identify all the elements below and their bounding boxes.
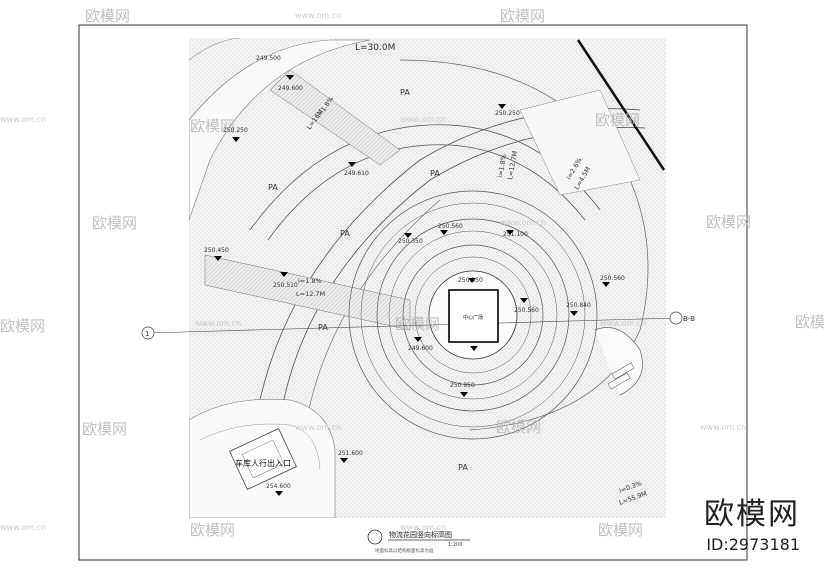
brand-watermark: 欧模网 ID:2973181 [704, 489, 800, 554]
elevation-markers [214, 75, 610, 496]
slope-i: i=1.8% [298, 277, 322, 285]
elevation-value: 249.600 [278, 85, 303, 92]
drawing-frame [78, 24, 748, 561]
elevation-value: 250.560 [514, 307, 539, 314]
elevation-labels: 249.500 249.600 250.250 249.610 250.250 … [204, 55, 625, 490]
svg-text:www.om.cn: www.om.cn [295, 423, 341, 432]
elevation-value: 249.610 [344, 170, 369, 177]
elevation-value: 250.840 [566, 302, 591, 309]
svg-text:www.om.cn: www.om.cn [0, 115, 46, 124]
drawing-title: 物流花园竖向标高图 [389, 530, 452, 539]
elevation-triangle [404, 233, 412, 238]
svg-text:www.om.cn: www.om.cn [500, 218, 546, 227]
watermarks: 欧模网 欧模网 欧模网 欧模网 欧模网 欧模网 欧模网 欧模网 欧模网 欧模网 … [0, 7, 824, 539]
svg-text:欧模网: 欧模网 [500, 7, 545, 25]
zone-label: PA [340, 229, 350, 238]
axis-right-label: B-B [683, 315, 695, 323]
zone-label: PA [458, 463, 468, 472]
plaza-label: 中心广场 [463, 314, 483, 321]
elevation-triangle [280, 272, 288, 277]
svg-text:欧模网: 欧模网 [496, 418, 541, 436]
elevation-value: 250.510 [273, 282, 298, 289]
drawing-scale: 1:200 [448, 542, 462, 548]
axis-left-label: 1 [145, 330, 149, 338]
brand-name: 欧模网 [704, 497, 800, 532]
length-top-label: L=30.0M [355, 43, 395, 53]
section-axis-line [147, 317, 677, 334]
elevation-triangle [570, 311, 578, 316]
garage-entrance: 车库人行出入口 [229, 428, 297, 490]
svg-text:www.om.cn: www.om.cn [295, 11, 341, 20]
elevation-triangle [348, 162, 356, 167]
svg-text:www.om.cn: www.om.cn [700, 423, 746, 432]
title-block: 物流花园竖向标高图 1:200 地面标高以结构板面标高为准 [367, 529, 470, 554]
elevation-value: 250.560 [438, 223, 463, 230]
central-plaza-square [448, 289, 499, 343]
zone-label: PA [268, 183, 278, 192]
elevation-triangle [506, 230, 514, 235]
svg-text:欧模网: 欧模网 [85, 7, 130, 25]
entrance-label: 车库人行出入口 [235, 458, 291, 468]
elevation-triangle [414, 337, 422, 342]
elevation-value: 250.560 [600, 275, 625, 282]
elevation-value: 250.250 [495, 110, 520, 117]
elevation-value: 250.350 [458, 277, 483, 284]
drawing-note: 地面标高以结构板面标高为准 [375, 547, 434, 554]
svg-text:欧模网: 欧模网 [595, 111, 640, 129]
watermark-urls: www.om.cn www.om.cn www.om.cn www.om.cn … [0, 11, 746, 532]
elevation-value: 249.600 [408, 345, 433, 352]
elevation-value: 250.350 [398, 238, 423, 245]
svg-text:欧模网: 欧模网 [395, 315, 440, 333]
elevation-value: 250.450 [204, 247, 229, 254]
svg-text:欧模网: 欧模网 [0, 317, 45, 335]
svg-text:欧模网: 欧模网 [82, 420, 127, 438]
elevation-triangle [340, 458, 348, 463]
elevation-value: 251.600 [338, 450, 363, 457]
slope-l: L=12.7M [296, 290, 325, 298]
elevation-triangle [286, 75, 294, 80]
svg-text:欧模网: 欧模网 [706, 213, 751, 231]
zone-label: PA [400, 88, 410, 97]
elevation-triangle [275, 491, 283, 496]
svg-text:www.om.cn: www.om.cn [195, 319, 241, 328]
svg-text:www.om.cn: www.om.cn [400, 523, 446, 532]
elevation-triangle [498, 104, 506, 109]
svg-text:www.om.cn: www.om.cn [0, 523, 46, 532]
svg-text:www.om.cn: www.om.cn [400, 115, 446, 124]
elevation-triangle [214, 256, 222, 261]
elevation-value: 254.600 [266, 483, 291, 490]
elevation-triangle [470, 346, 478, 351]
brand-id: ID:2973181 [706, 535, 800, 554]
svg-text:欧模网: 欧模网 [190, 117, 235, 135]
elevation-value: 250.950 [450, 382, 475, 389]
elevation-value: 249.500 [256, 55, 281, 62]
zone-label: PA [318, 323, 328, 332]
elevation-value: 250.250 [223, 127, 248, 134]
elevation-triangle [520, 298, 528, 303]
svg-text:欧模网: 欧模网 [795, 313, 824, 331]
elevation-value: 251.100 [503, 231, 528, 238]
svg-text:www.om.cn: www.om.cn [600, 319, 646, 328]
svg-text:欧模网: 欧模网 [190, 521, 235, 539]
elevation-triangle [460, 392, 468, 397]
elevation-triangle [232, 137, 240, 142]
elevation-triangle [468, 278, 476, 283]
zone-labels: PA PA PA PA PA PA [268, 88, 468, 472]
zone-label: PA [430, 169, 440, 178]
svg-text:欧模网: 欧模网 [92, 214, 137, 232]
svg-text:欧模网: 欧模网 [598, 521, 643, 539]
elevation-triangle [440, 230, 448, 235]
elevation-triangle [602, 282, 610, 287]
